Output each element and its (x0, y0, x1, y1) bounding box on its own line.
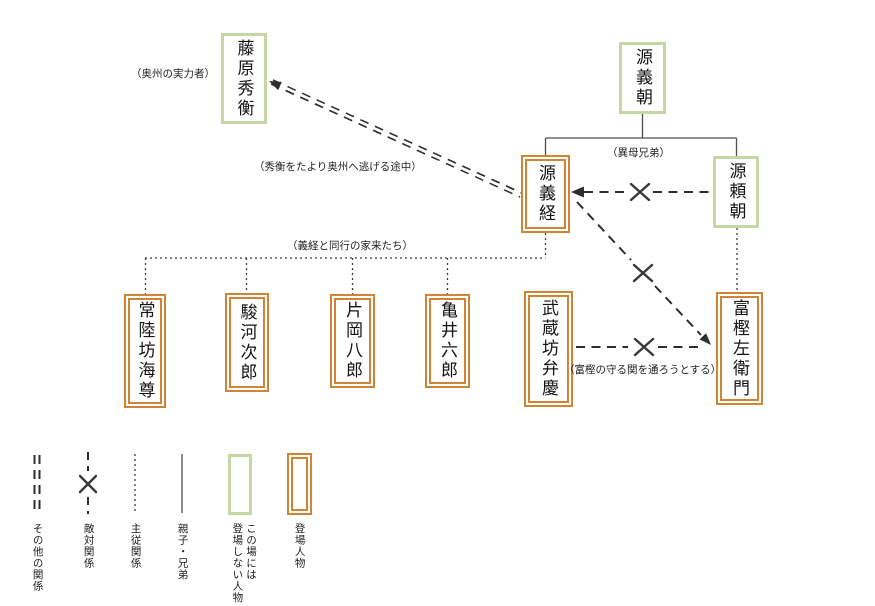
note-half-brothers: （異母兄弟） (607, 147, 670, 159)
person-box-hidehira: 藤原秀衡 (221, 33, 267, 124)
person-box-kataoka: 片岡八郎 (330, 294, 375, 388)
person-name-benkei: 武蔵坊弁慶 (539, 299, 558, 399)
arrowhead-to-yoshitsune (571, 186, 584, 198)
other-relation-line-yoshitsune-hidehira (267, 78, 526, 199)
person-box-yoshitsune: 源義経 (521, 155, 570, 233)
person-name-yoshitomo: 源義朝 (633, 48, 652, 108)
person-box-benkei: 武蔵坊弁慶 (524, 291, 573, 407)
person-box-yoshitomo: 源義朝 (619, 42, 666, 114)
legend-swatch-present-person (287, 453, 312, 515)
arrowhead-to-hidehira (269, 81, 282, 91)
arrowhead-to-togashi (699, 333, 711, 345)
legend-label-family: 親子・兄弟 (176, 523, 189, 581)
legend-symbol-hostile (78, 452, 98, 514)
person-name-yoritomo: 源頼朝 (726, 162, 746, 222)
note-hidehira: （奥州の実力者） (131, 68, 215, 80)
legend-label-present-person: 登場人物 (293, 523, 306, 569)
legend-label-other-relation: その他の関係 (31, 523, 44, 592)
person-name-togashi: 富樫左衛門 (730, 298, 749, 399)
person-name-yoshitsune: 源義経 (536, 164, 555, 224)
legend-label-hostile-relation: 敵対関係 (82, 523, 95, 569)
person-box-hitachibo: 常陸坊海尊 (124, 294, 166, 408)
person-box-yoritomo: 源頼朝 (713, 156, 759, 228)
person-name-hidehira: 藤原秀衡 (234, 38, 254, 119)
hostile-line-yoshitsune-togashi (576, 201, 702, 336)
person-name-hitachibo: 常陸坊海尊 (135, 301, 155, 401)
x-marks (629, 182, 655, 357)
person-box-suruga: 駿河次郎 (225, 293, 269, 392)
person-box-kamei: 亀井六郎 (425, 294, 470, 388)
person-box-togashi: 富樫左衛門 (716, 292, 763, 405)
legend-label-absent-person: この場には 登場しない人物 (231, 523, 257, 604)
person-name-kataoka: 片岡八郎 (343, 301, 362, 381)
legend-label-master-servant: 主従関係 (129, 523, 142, 569)
note-fleeing-to-oshu: （秀衡をたより奥州へ逃げる途中） (254, 161, 422, 173)
family-line-tree (544, 114, 738, 156)
legend-swatch-absent-person (228, 454, 252, 515)
note-barrier: （富樫の守る関を通ろうとする） (564, 364, 722, 376)
person-name-kamei: 亀井六郎 (438, 301, 457, 381)
master-servant-lines (144, 228, 738, 294)
note-retainers: （義経と同行の家来たち） (287, 240, 413, 252)
person-name-suruga: 駿河次郎 (237, 302, 257, 383)
